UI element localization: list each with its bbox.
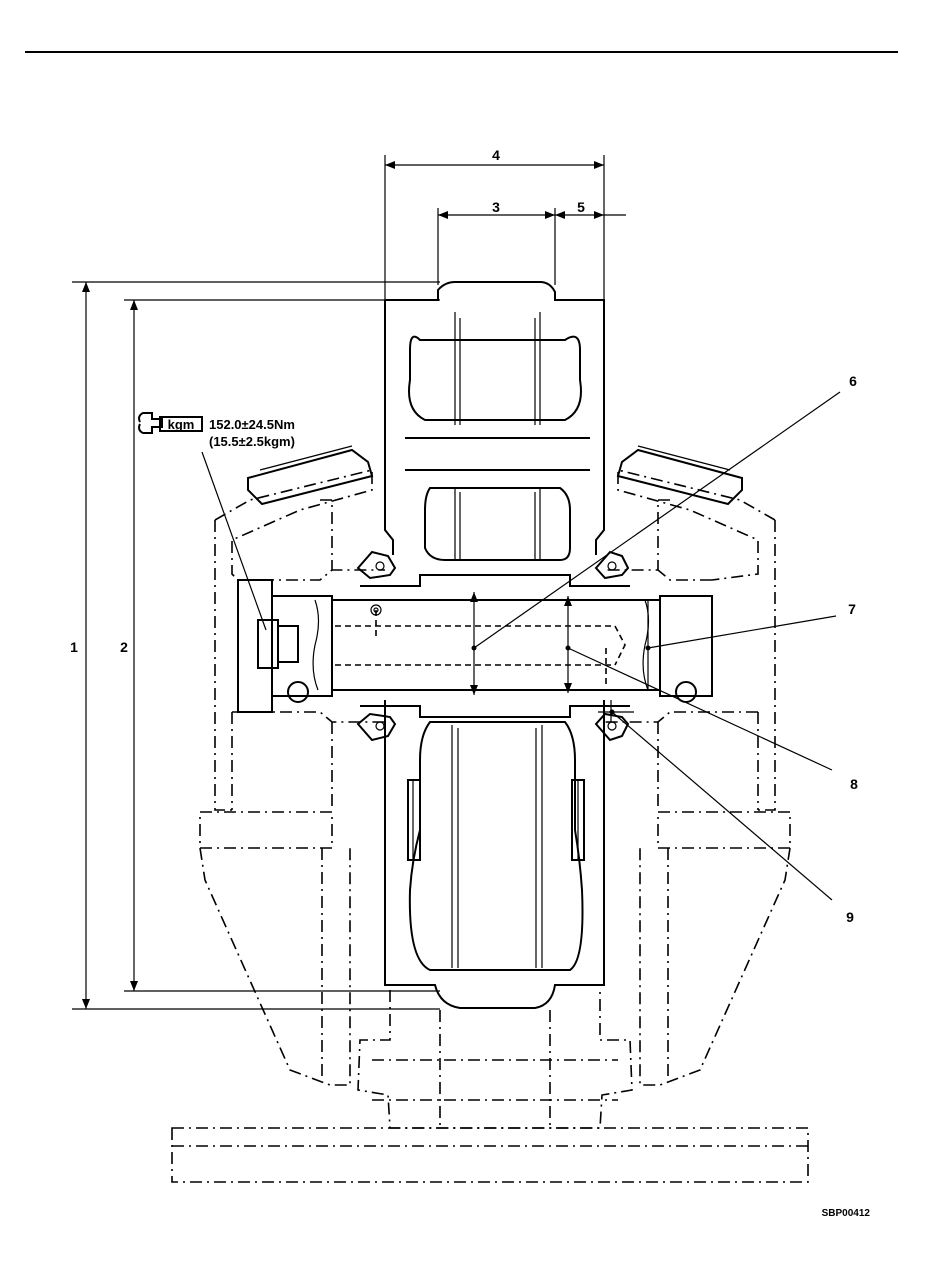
floating-seals: [358, 552, 628, 740]
callout-5: 5: [577, 199, 585, 215]
torque-icon-text: kgm: [168, 417, 195, 432]
callout-8: 8: [850, 776, 858, 792]
callout-9: 9: [846, 909, 854, 925]
callout-2: 2: [120, 639, 128, 655]
torque-spec-kgm: (15.5±2.5kgm): [209, 434, 295, 449]
phantom-frame: [172, 446, 808, 1182]
roller-body: [385, 282, 604, 1008]
callout-4: 4: [492, 147, 500, 163]
torque-wrench-icon: kgm: [139, 413, 202, 433]
figure-code: SBP00412: [822, 1208, 871, 1219]
callout-1: 1: [70, 639, 78, 655]
callout-3: 3: [492, 199, 500, 215]
callout-7: 7: [848, 601, 856, 617]
callout-6: 6: [849, 373, 857, 389]
torque-spec-nm: 152.0±24.5Nm: [209, 417, 295, 432]
